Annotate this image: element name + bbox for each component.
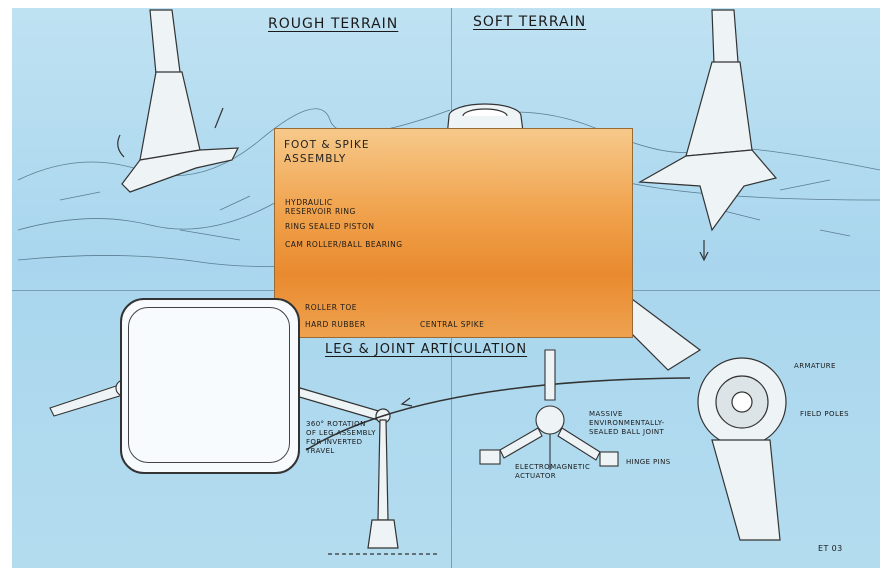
ball-joint-assembly [479,349,619,470]
armature-arm [615,295,787,541]
rotating-leg [295,377,691,555]
callout-hard-rubber: HARD RUBBER [305,320,366,329]
ball-joint-label: MASSIVE ENVIRONMENTALLY-SEALED BALL JOIN… [589,410,665,436]
articulation-heading: LEG & JOINT ARTICULATION [325,342,528,357]
soft-terrain-heading: SOFT TERRAIN [473,14,587,30]
callout-cam-roller: CAM ROLLER/BALL BEARING [285,240,403,249]
callout-central-spike: CENTRAL SPIKE [420,320,485,329]
rough-terrain-heading: ROUGH TERRAIN [268,16,399,32]
callout-hydraulic-ring: HYDRAULIC RESERVOIR RING [285,198,356,216]
callout-ring-sealed-piston: RING SEALED PISTON [285,222,375,231]
rough-terrain-leg [117,9,239,193]
artist-signature: ET 03 [818,544,843,553]
hinge-pins-label: HINGE PINS [626,458,671,466]
field-poles-label: FIELD POLES [800,410,849,418]
cockpit-window-inner [128,307,290,463]
actuator-label: ELECTROMAGNETIC ACTUATOR [515,463,591,480]
soft-terrain-leg [637,9,778,262]
foot-spike-panel: FOOT & SPIKE ASSEMBLY [274,128,633,338]
callout-roller-toe: ROLLER TOE [305,303,358,312]
foot-spike-title: FOOT & SPIKE ASSEMBLY [284,139,370,165]
armature-label: ARMATURE [794,362,836,370]
rotation-note: 360° ROTATION OF LEG ASSEMBLY FOR INVERT… [306,420,376,455]
